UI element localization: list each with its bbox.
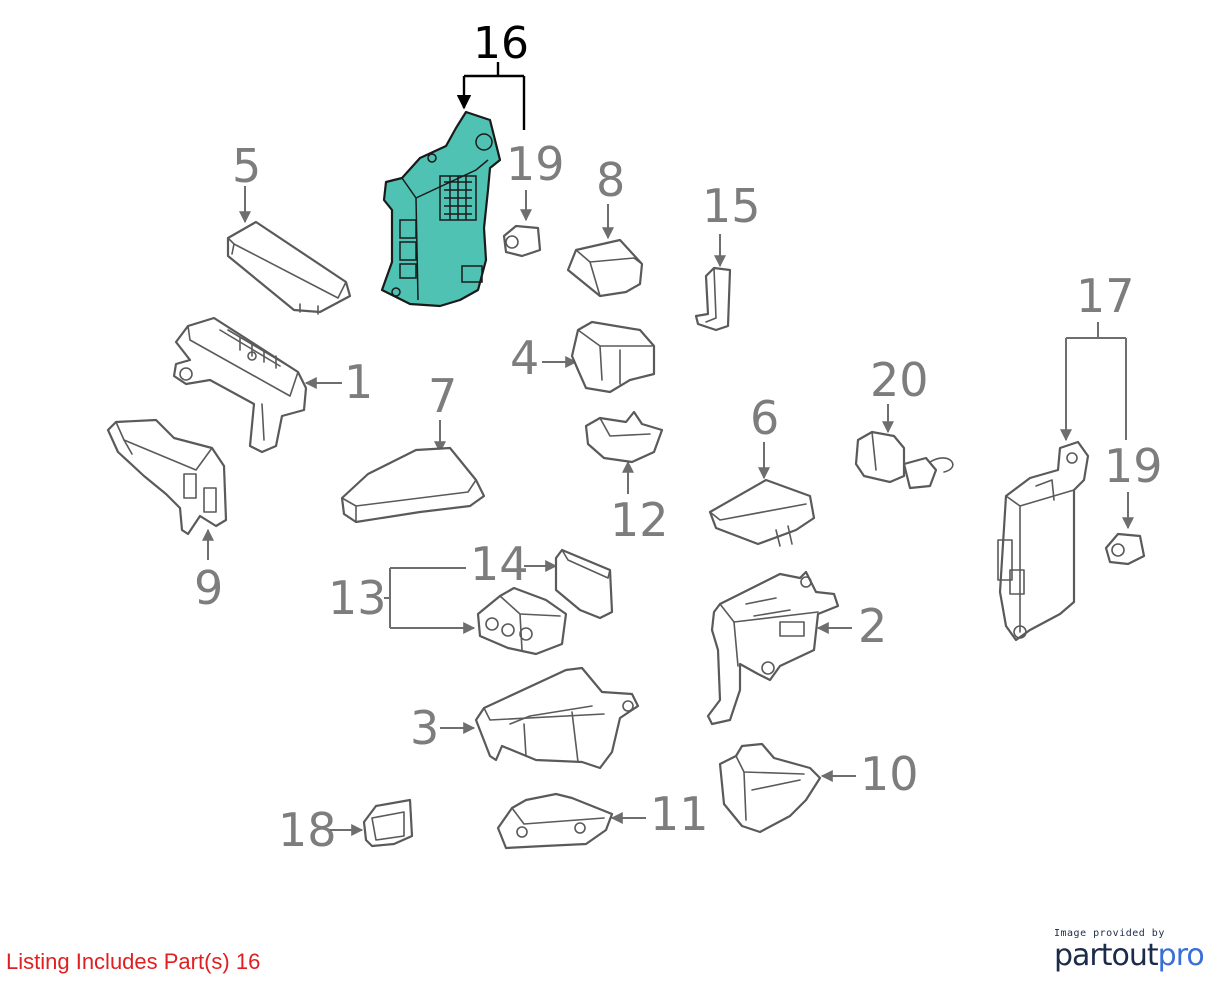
callout-19-top: 19 — [506, 137, 565, 191]
part-8[interactable] — [566, 238, 644, 298]
part-16-highlighted[interactable] — [380, 110, 502, 308]
part-1[interactable] — [172, 316, 308, 454]
logo-accent-text: pro — [1157, 938, 1205, 973]
callout-13: 13 — [328, 571, 387, 625]
callout-11: 11 — [650, 787, 709, 841]
image-credit: Image provided by partoutpro — [1054, 928, 1205, 973]
partoutpro-logo: partoutpro — [1054, 938, 1205, 973]
callout-1: 1 — [344, 355, 373, 409]
part-19-clip-top[interactable] — [502, 224, 542, 258]
callout-8: 8 — [596, 153, 625, 207]
callout-6: 6 — [750, 391, 779, 445]
part-6[interactable] — [708, 478, 816, 547]
part-18[interactable] — [362, 798, 414, 848]
logo-main-text: partout — [1054, 938, 1159, 973]
part-7[interactable] — [340, 446, 486, 524]
callout-2: 2 — [858, 599, 887, 653]
credit-caption: Image provided by — [1054, 928, 1165, 939]
part-9[interactable] — [106, 418, 228, 536]
part-17[interactable] — [997, 440, 1090, 642]
callout-4: 4 — [510, 331, 539, 385]
part-3[interactable] — [474, 666, 640, 770]
listing-includes-note: Listing Includes Part(s) 16 — [6, 949, 261, 974]
part-5[interactable] — [226, 220, 352, 315]
callout-3: 3 — [410, 701, 439, 755]
callout-19-right: 19 — [1104, 439, 1163, 493]
part-15[interactable] — [694, 266, 732, 332]
callout-17: 17 — [1076, 269, 1135, 323]
callout-16: 16 — [473, 18, 529, 69]
callout-10: 10 — [860, 747, 919, 801]
part-10[interactable] — [718, 742, 822, 834]
part-20[interactable] — [854, 430, 954, 490]
part-12[interactable] — [584, 410, 664, 464]
callout-18: 18 — [278, 803, 337, 857]
part-14[interactable] — [554, 548, 614, 620]
part-4[interactable] — [570, 320, 656, 394]
callout-7: 7 — [428, 369, 457, 423]
part-13[interactable] — [476, 586, 568, 656]
part-11[interactable] — [496, 792, 614, 850]
callout-14: 14 — [470, 537, 529, 591]
callout-9: 9 — [194, 561, 223, 615]
part-2[interactable] — [706, 570, 840, 726]
callout-5: 5 — [232, 139, 261, 193]
callout-15: 15 — [702, 179, 761, 233]
callout-12: 12 — [610, 493, 669, 547]
callout-20: 20 — [870, 353, 929, 407]
part-19-clip-right[interactable] — [1104, 532, 1146, 566]
